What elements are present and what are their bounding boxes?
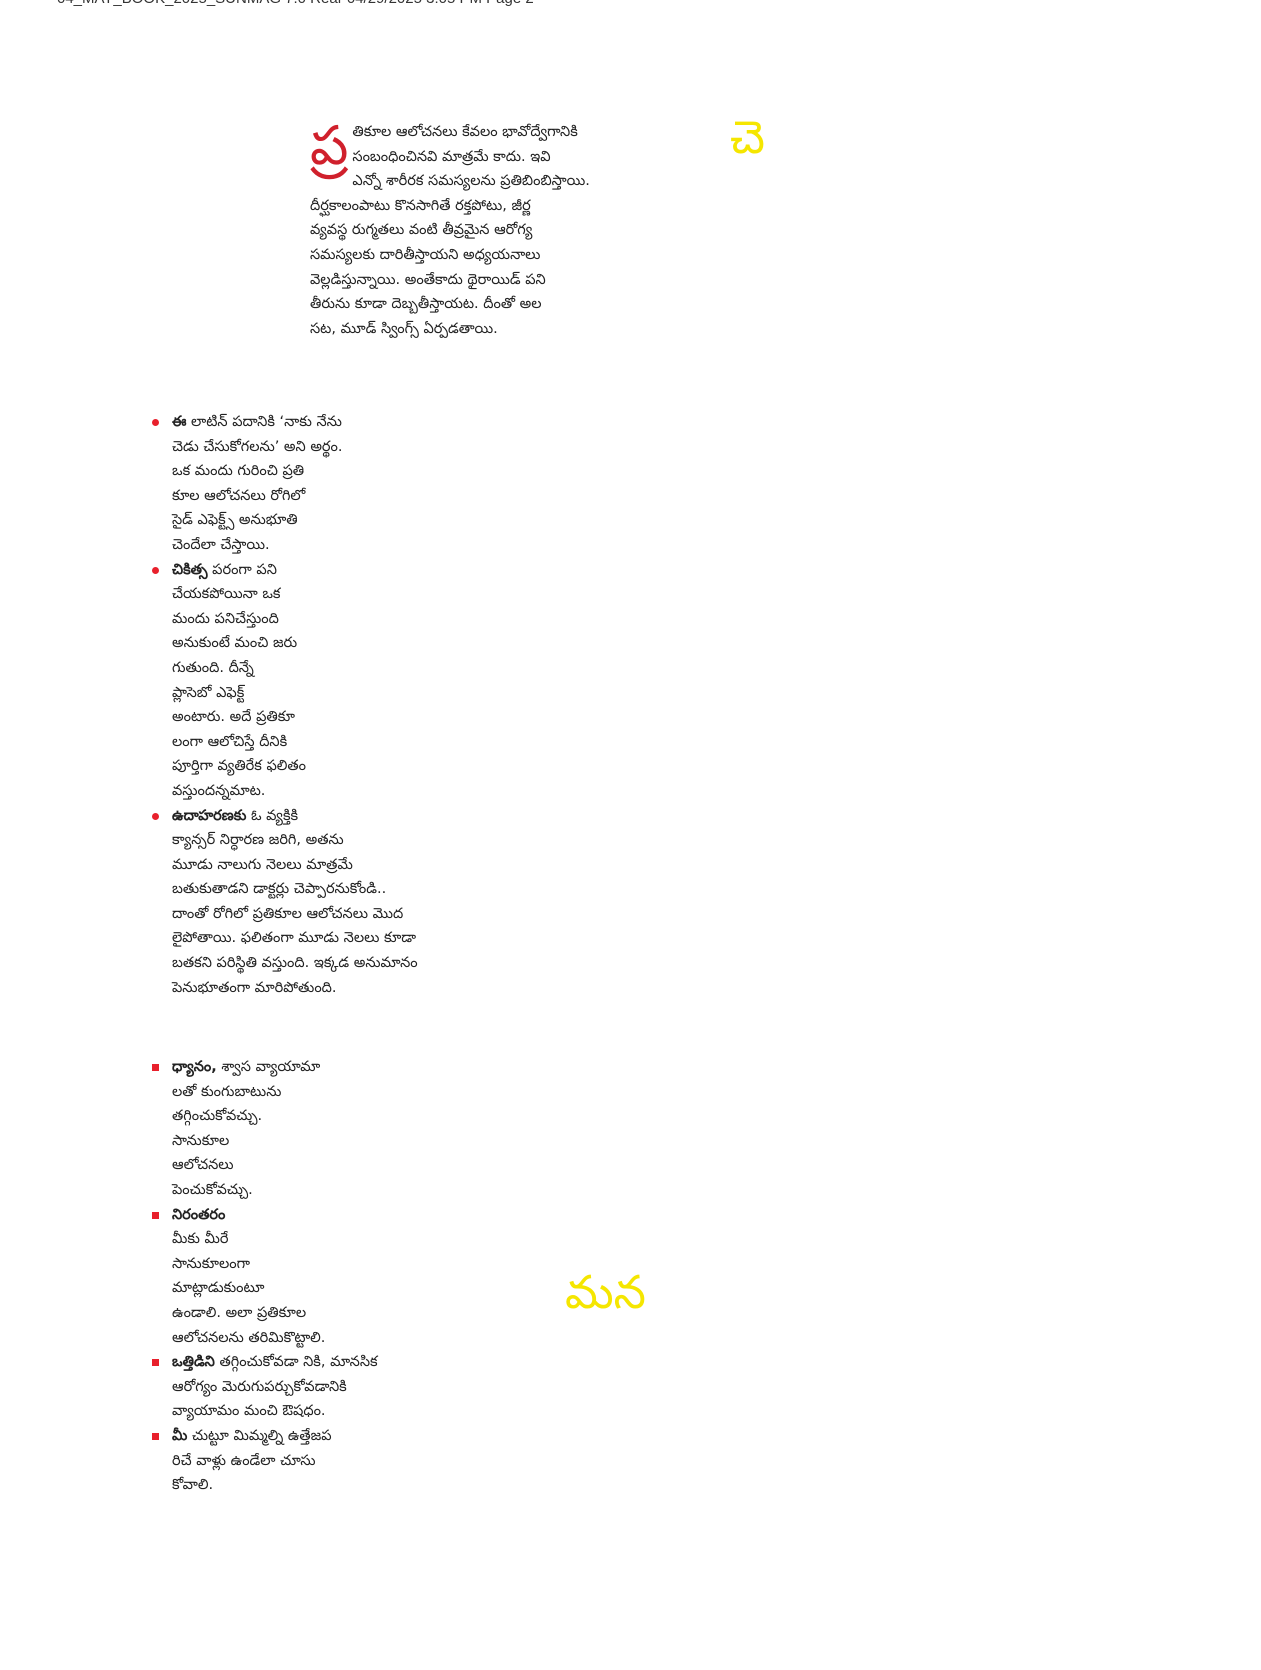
dot-bullet-list: ఈ లాటిన్ పదానికి ‘నాకు నేను చెడు చేసుకోగ…	[150, 410, 418, 1000]
bullet-line: బతకని పరిస్థితి వస్తుంది. ఇక్కడ అనుమానం	[172, 955, 418, 972]
bullet-line: చేయకపోయినా ఒక	[172, 586, 281, 603]
bullet-lead: మీ	[172, 1427, 188, 1444]
intro-paragraph: ప్ర తికూల ఆలోచనలు కేవలం భావోద్వేగానికి స…	[310, 114, 640, 341]
bullet-line: ఆలోచనలను తరిమికొట్టాలి.	[172, 1329, 326, 1346]
square-bullet-list: ధ్యానం, శ్వాస వ్యాయామా లతో కుంగుబాటును త…	[150, 1055, 378, 1498]
bullet-line: మూడు నాలుగు నెలలు మాత్రమే	[172, 856, 353, 873]
bullet-line: కోవాలి.	[172, 1477, 214, 1494]
bullet-line: ఆరోగ్యం మెరుగుపర్చుకోవడానికి	[172, 1378, 347, 1395]
bullet-line: కూల ఆలోచనలు రోగిలో	[172, 487, 306, 504]
bullet-lead: ఈ	[172, 414, 187, 430]
intro-line: సంబంధించినవి మాత్రమే కాదు. ఇవి	[352, 148, 551, 165]
bullet-line: రిచే వాళ్లు ఉండేలా చూసు	[172, 1452, 316, 1469]
bullet-line: పూర్తిగా వ్యతిరేక ఫలితం	[172, 758, 307, 775]
bullet-line: అనుకుంటే మంచి జరు	[172, 635, 298, 652]
bullet-line: బతుకుతాడని డాక్టర్లు చెప్పారనుకోండి..	[172, 881, 387, 898]
bullet-line: వ్యాయామం మంచి ఔషధం.	[172, 1403, 326, 1420]
bullet-line: మాట్లాడుకుంటూ	[172, 1280, 265, 1297]
bullet-lead: ఉదాహరణకు	[172, 807, 247, 824]
bullet-line: చెడు చేసుకోగలను’ అని అర్థం.	[172, 438, 343, 455]
intro-line: తీరును కూడా దెబ్బతీస్తాయట. దీంతో అల	[310, 296, 542, 313]
bullet-lead: ఒత్తిడిని	[172, 1354, 215, 1371]
intro-line: సట, మూడ్ స్వింగ్స్ ఏర్పడతాయి.	[310, 320, 498, 337]
bullet-text: ఓ వ్యక్తికి	[246, 807, 299, 824]
bullet-line: సానుకూల	[172, 1132, 230, 1149]
bullet-line: తగ్గించుకోవచ్చు.	[172, 1108, 263, 1125]
bullet-line: ఆలోచనలు	[172, 1157, 234, 1174]
list-item: ఉదాహరణకు ఓ వ్యక్తికి క్యాన్సర్ నిర్ధారణ …	[150, 804, 418, 1001]
bullet-line: అంటారు. అదే ప్రతికూ	[172, 709, 295, 726]
bullet-lead: నిరంతరం	[172, 1206, 226, 1223]
intro-line: దీర్ఘకాలంపాటు కొనసాగితే రక్తపోటు, జీర్ణ	[310, 197, 531, 214]
bullet-text: శ్వాస వ్యాయామా	[216, 1059, 321, 1075]
bullet-text: చుట్టూ మిమ్మల్ని ఉత్తేజప	[187, 1427, 332, 1444]
bullet-line: ఒక మందు గురించి ప్రతి	[172, 463, 305, 480]
bullet-line: మందు పనిచేస్తుంది	[172, 610, 279, 627]
intro-line: వ్యవస్థ రుగ్మతలు వంటి తీవ్రమైన ఆరోగ్య	[310, 222, 533, 239]
yellow-heading-bottom: మన	[565, 1265, 646, 1319]
bullet-lead: చికిత్స	[172, 561, 208, 578]
list-item: ఈ లాటిన్ పదానికి ‘నాకు నేను చెడు చేసుకోగ…	[150, 410, 418, 558]
list-item: ధ్యానం, శ్వాస వ్యాయామా లతో కుంగుబాటును త…	[150, 1055, 378, 1203]
list-item: ఒత్తిడిని తగ్గించుకోవడా నికి, మానసిక ఆరో…	[150, 1350, 378, 1424]
list-item: మీ చుట్టూ మిమ్మల్ని ఉత్తేజప రిచే వాళ్లు …	[150, 1424, 378, 1498]
bullet-line: ఉండాలి. అలా ప్రతికూల	[172, 1304, 307, 1321]
bullet-line: మీకు మీరే	[172, 1231, 229, 1248]
intro-line: తికూల ఆలోచనలు కేవలం భావోద్వేగానికి	[352, 124, 578, 140]
bullet-text: పరంగా పని	[207, 561, 277, 578]
bullet-line: లంగా ఆలోచిస్తే దీనికి	[172, 733, 288, 750]
bullet-line: చెందేలా చేస్తాయి.	[172, 536, 270, 553]
intro-line: వెల్లడిస్తున్నాయి. అంతేకాదు థైరాయిడ్ పని	[310, 271, 546, 288]
print-slug: 04_MAY_BOOK_2025_SUNMAG 7.0 Rear 04/29/2…	[57, 0, 534, 7]
bullet-text: లాటిన్ పదానికి ‘నాకు నేను	[186, 414, 342, 430]
bullet-lead: ధ్యానం,	[172, 1059, 217, 1075]
drop-cap: ప్ర	[310, 114, 349, 177]
list-item: చికిత్స పరంగా పని చేయకపోయినా ఒక మందు పని…	[150, 558, 418, 804]
bullet-line: గుతుంది. దీన్నే	[172, 659, 254, 676]
bullet-line: సైడ్ ఎఫెక్ట్స్ అనుభూతి	[172, 512, 298, 529]
bullet-line: పెనుభూతంగా మారిపోతుంది.	[172, 979, 337, 996]
bullet-line: లైపోతాయి. ఫలితంగా మూడు నెలలు కూడా	[172, 930, 417, 947]
bullet-line: వస్తుందన్నమాట.	[172, 782, 266, 799]
yellow-heading-top: చె	[730, 110, 765, 164]
bullet-text: తగ్గించుకోవడా నికి, మానసిక	[214, 1354, 378, 1371]
bullet-line: ప్లాసెబో ఎఫెక్ట్	[172, 684, 245, 701]
intro-line: సమస్యలకు దారితీస్తాయని అధ్యయనాలు	[310, 246, 541, 263]
bullet-line: సానుకూలంగా	[172, 1255, 250, 1272]
bullet-line: క్యాన్సర్ నిర్ధారణ జరిగి, అతను	[172, 832, 344, 849]
intro-line: ఎన్నో శారీరక సమస్యలను ప్రతిబింబిస్తాయి.	[352, 173, 590, 190]
list-item: నిరంతరం మీకు మీరే సానుకూలంగా మాట్లాడుకుం…	[150, 1203, 378, 1351]
bullet-line: పెంచుకోవచ్చు.	[172, 1181, 253, 1198]
bullet-line: లతో కుంగుబాటును	[172, 1083, 282, 1100]
bullet-line: దాంతో రోగిలో ప్రతికూల ఆలోచనలు మొద	[172, 905, 404, 922]
